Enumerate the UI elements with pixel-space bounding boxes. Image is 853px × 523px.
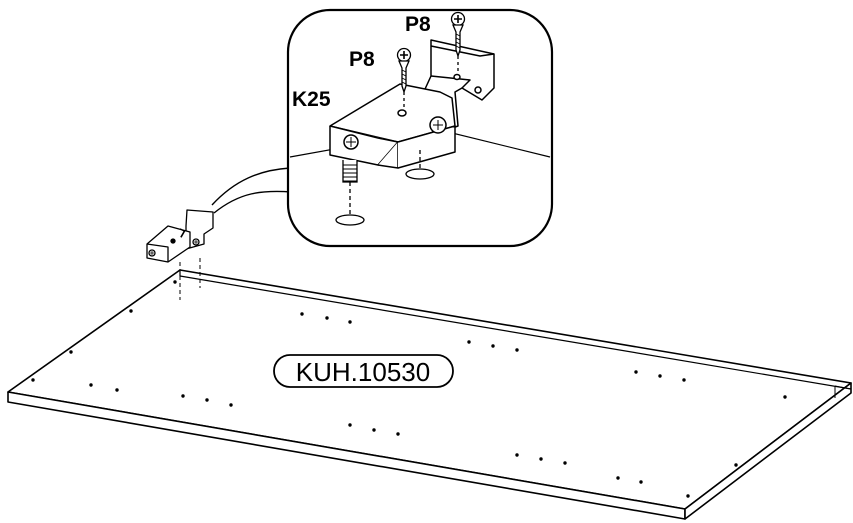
board-panel xyxy=(7,269,852,520)
detail-callout: K25 P8 P8 xyxy=(286,8,554,248)
part-code-label: KUH.10530 xyxy=(296,357,430,387)
screw-label-rear: P8 xyxy=(405,13,431,36)
board-right-edge xyxy=(684,382,852,520)
panel-hole xyxy=(405,150,435,180)
part-code-tag: KUH.10530 xyxy=(273,354,454,388)
screw-label-front: P8 xyxy=(349,48,375,71)
callout-lines xyxy=(211,167,293,214)
screw-p8-rear xyxy=(450,11,466,72)
alignment-lines xyxy=(179,258,201,300)
fitting-k25 xyxy=(329,39,495,169)
dowel-pin xyxy=(335,160,365,226)
screw-p8-front xyxy=(396,47,412,108)
fitting-label: K25 xyxy=(292,88,331,111)
board-holes xyxy=(31,280,787,498)
small-bracket: L xyxy=(146,209,214,263)
